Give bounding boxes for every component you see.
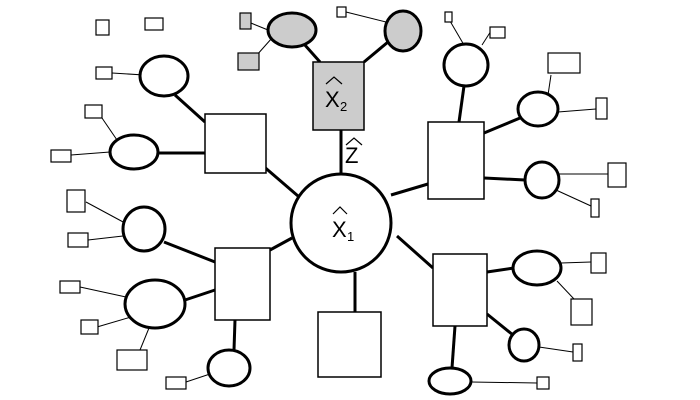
top-factor-label-subscript: 2: [340, 99, 347, 114]
leaf-edge: [555, 189, 592, 207]
leaf-box: [595, 97, 608, 120]
edge-lr-box-to-ellipse-right: [486, 266, 515, 274]
variable-node: [523, 160, 561, 200]
edge-ll-box-to-ellipse-bottom: [232, 319, 237, 351]
variable-node: [516, 90, 560, 128]
leaf-edge: [87, 235, 124, 241]
variable-node: [442, 42, 490, 88]
leaf-edges: [70, 11, 608, 384]
leaf-edge: [470, 381, 538, 384]
variable-node: [511, 249, 563, 287]
hat-mark: [332, 206, 348, 215]
top-factor-label-base: X: [325, 87, 340, 112]
variable-node-grey-right: [383, 9, 423, 53]
leaf-box: [572, 343, 583, 362]
edge-center-to-lower-left-box: [269, 236, 293, 252]
factor-box-top: [312, 61, 365, 131]
leaf-edge: [556, 280, 575, 300]
variable-node: [121, 205, 167, 253]
leaf-box: [84, 104, 103, 119]
factor-box-lower-left: [214, 247, 271, 321]
edge-ll-box-to-ellipse-middle: [184, 288, 216, 302]
leaf-box: [489, 26, 506, 39]
variable-node-center: [289, 172, 393, 274]
leaf-box: [444, 11, 453, 23]
leaf-edge: [557, 108, 597, 113]
variable-node: [123, 278, 187, 330]
edge-center-to-upper-right-box: [390, 182, 429, 197]
variable-nodes: [108, 9, 563, 396]
leaf-edge: [70, 151, 111, 156]
leaf-box: [59, 280, 81, 294]
leaf-edge: [547, 74, 552, 96]
leaf-box: [590, 198, 600, 218]
leaf-boxes: [50, 6, 627, 390]
variable-node: [138, 54, 190, 98]
leaf-edge: [345, 11, 387, 23]
edge-lr-box-to-ellipse-bottom-right: [486, 312, 514, 337]
leaf-box: [336, 6, 347, 18]
leaf-edge: [101, 117, 118, 141]
hat-mark: [325, 76, 343, 85]
leaf-edge: [449, 20, 465, 46]
connectors: [70, 11, 608, 384]
variable-node-grey-left: [266, 11, 318, 49]
edge-ur-box-to-ellipse-top: [457, 85, 466, 123]
leaf-edge: [79, 286, 127, 298]
edge-ul-box-to-ellipse-top: [173, 93, 207, 124]
hat-mark: [345, 137, 363, 146]
leaf-box: [607, 162, 627, 188]
leaf-edge: [185, 373, 211, 383]
center-label-subscript: 1: [347, 229, 354, 244]
edge-top-factor-to-grey-ellipse-right: [363, 40, 389, 64]
factor-boxes: [204, 61, 488, 378]
leaf-box: [80, 319, 99, 335]
leaf-box: [95, 19, 110, 36]
leaf-box: [547, 52, 581, 74]
main-edges: [158, 40, 526, 369]
factor-box-upper-right: [427, 121, 485, 200]
leaf-box: [67, 232, 89, 248]
edge-ur-box-to-ellipse-lower-right: [483, 176, 526, 182]
leaf-box: [590, 252, 607, 274]
leaf-box: [165, 376, 187, 390]
leaf-edge: [139, 327, 150, 351]
variable-node: [108, 133, 160, 171]
center-node-label: X 1: [332, 206, 354, 244]
edge-top-factor-to-grey-ellipse-left: [302, 43, 322, 63]
leaf-box: [50, 149, 72, 163]
variable-node: [427, 366, 473, 396]
leaf-edge: [560, 261, 592, 264]
edge-lr-box-to-ellipse-bottom: [450, 325, 457, 369]
variable-node: [507, 327, 541, 363]
leaf-edge: [96, 316, 132, 328]
edge-label-base: Z: [345, 143, 358, 168]
leaf-box-grey: [239, 12, 252, 30]
leaf-box-grey: [237, 52, 260, 71]
leaf-edge: [538, 346, 574, 353]
edge-center-to-lower-right-box: [396, 234, 434, 270]
factor-box-lower-right: [432, 253, 488, 327]
factor-box-bottom: [317, 311, 382, 378]
leaf-box: [144, 17, 164, 31]
leaf-edge: [85, 201, 126, 224]
leaf-box: [95, 66, 113, 80]
leaf-box: [66, 189, 86, 213]
factor-box-upper-left: [204, 113, 267, 174]
edge-ur-box-to-ellipse-right: [483, 116, 521, 135]
edge-label: Z: [345, 137, 363, 168]
variable-node: [206, 348, 252, 388]
edge-ll-box-to-ellipse-upper: [163, 240, 216, 264]
leaf-box: [116, 349, 148, 371]
leaf-box: [536, 376, 550, 390]
top-factor-label: X 2: [325, 76, 347, 114]
leaf-box: [570, 298, 593, 326]
edge-center-to-upper-left-box: [261, 163, 299, 198]
center-label-base: X: [332, 217, 347, 242]
